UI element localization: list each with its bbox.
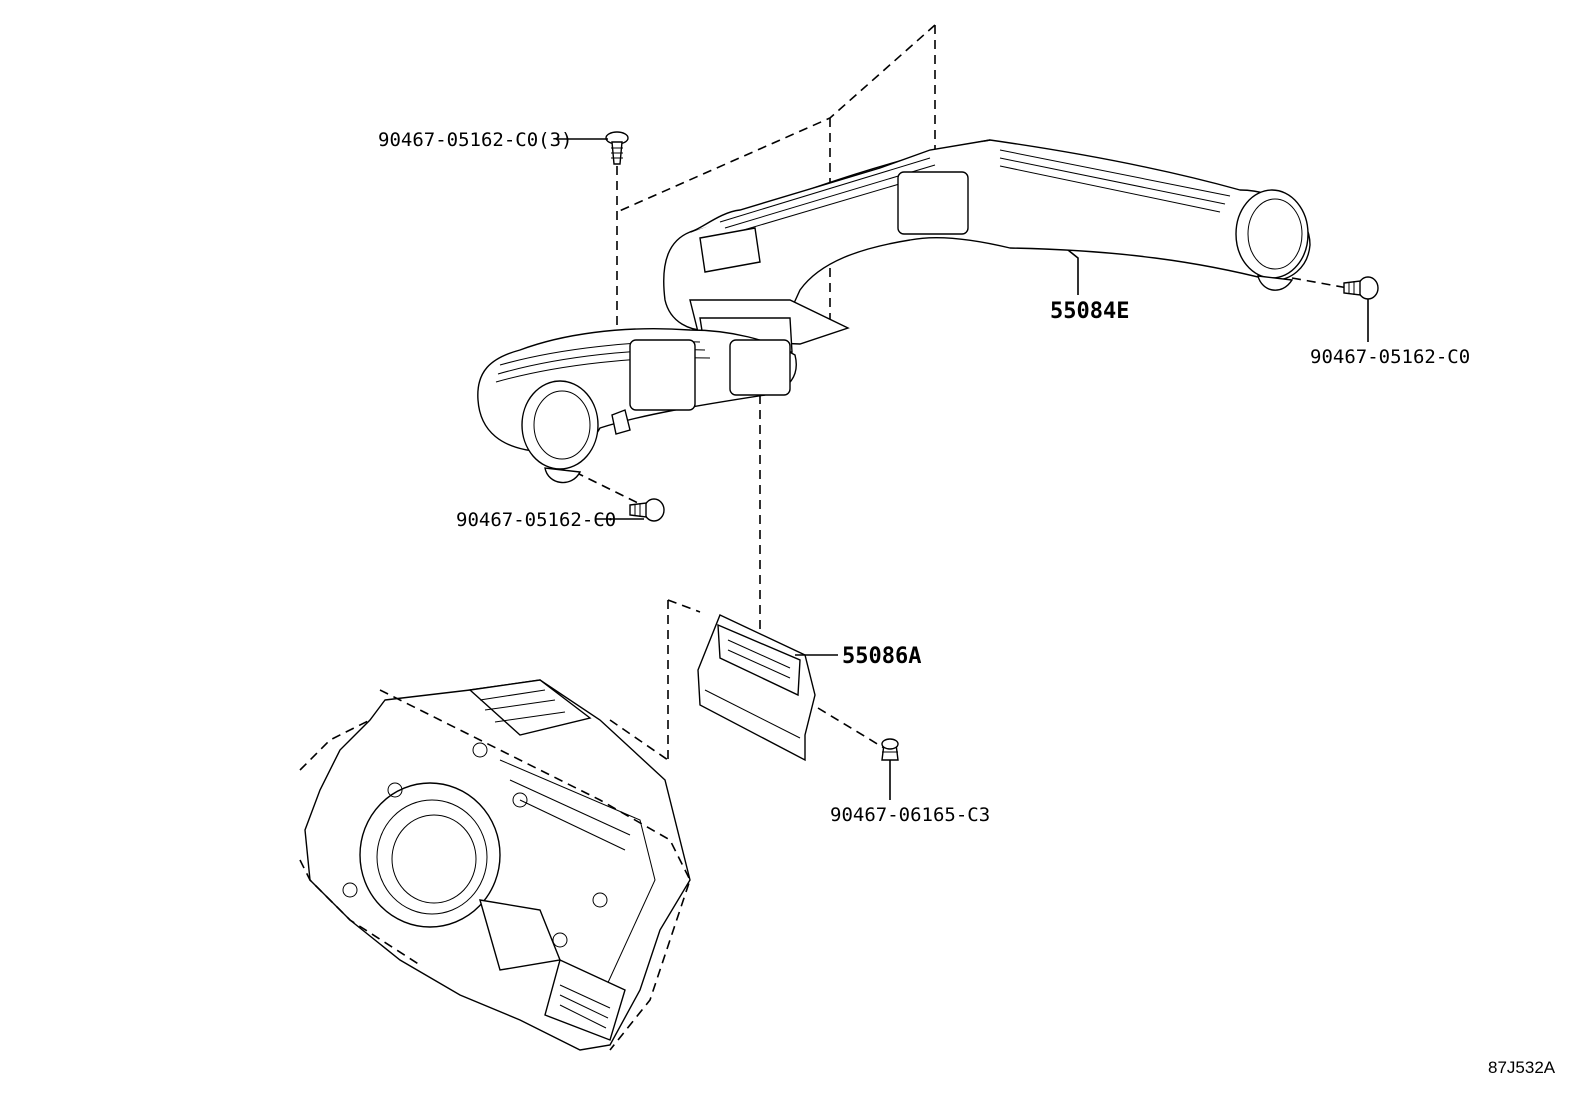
clip-bottom — [881, 738, 899, 761]
clip-top — [605, 131, 629, 165]
label-clip-right: 90467-05162-C0 — [1310, 346, 1470, 368]
leader-lines — [556, 138, 1369, 800]
label-duct-sub: 55086A — [842, 644, 921, 669]
label-clip-left: 90467-05162-C0 — [456, 509, 616, 531]
label-clip-bottom: 90467-06165-C3 — [830, 804, 990, 826]
label-clip-top: 90467-05162-C0(3) — [378, 129, 572, 151]
clip-left — [629, 498, 665, 522]
hvac-unit — [299, 679, 691, 1051]
clip-right — [1343, 276, 1379, 300]
duct-sub-55086A — [697, 614, 816, 762]
duct-main-55084E — [477, 139, 1311, 484]
label-duct-main: 55084E — [1050, 299, 1129, 324]
drawing-code: 87J532A — [1488, 1058, 1556, 1077]
